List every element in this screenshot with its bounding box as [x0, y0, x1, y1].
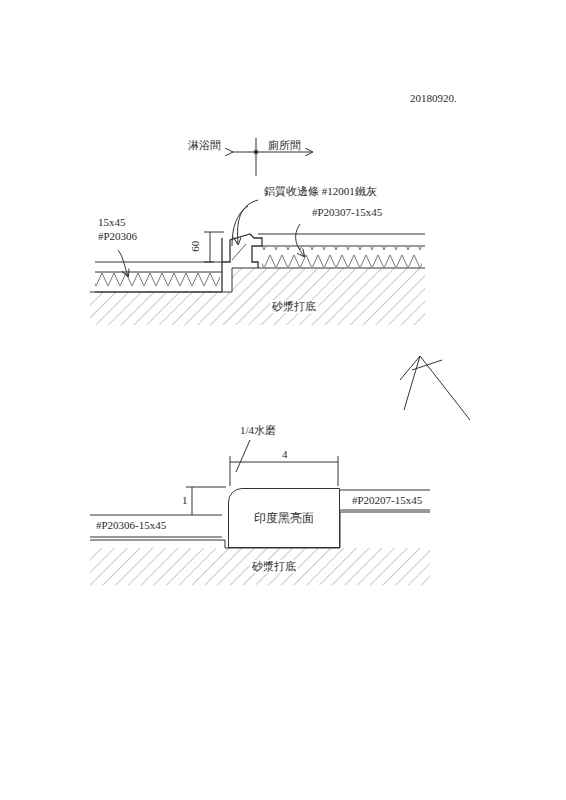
- part-code: #P20306: [98, 230, 137, 243]
- part-label: 鋁質收邊條 #12001鐵灰: [262, 185, 379, 198]
- dimension: 4: [280, 448, 290, 461]
- part-code: #P20207-15x45: [350, 494, 424, 507]
- dimension: 60: [189, 239, 202, 254]
- dimension: 1: [180, 494, 190, 507]
- part-code: #P20306-15x45: [94, 519, 168, 532]
- material-label: 砂漿打底: [250, 560, 298, 573]
- material-text: 印度黑亮面: [254, 510, 314, 527]
- stone-threshold: 印度黑亮面: [228, 488, 340, 548]
- part-code: #P20307-15x45: [312, 206, 382, 219]
- room-label: 廁所間: [268, 139, 301, 152]
- finish-label: 1/4水磨: [240, 424, 276, 437]
- material-label: 砂漿打底: [270, 300, 318, 313]
- date-note: 20180920.: [410, 92, 457, 105]
- size-label: 15x45: [98, 216, 126, 229]
- room-label: 淋浴間: [188, 139, 221, 152]
